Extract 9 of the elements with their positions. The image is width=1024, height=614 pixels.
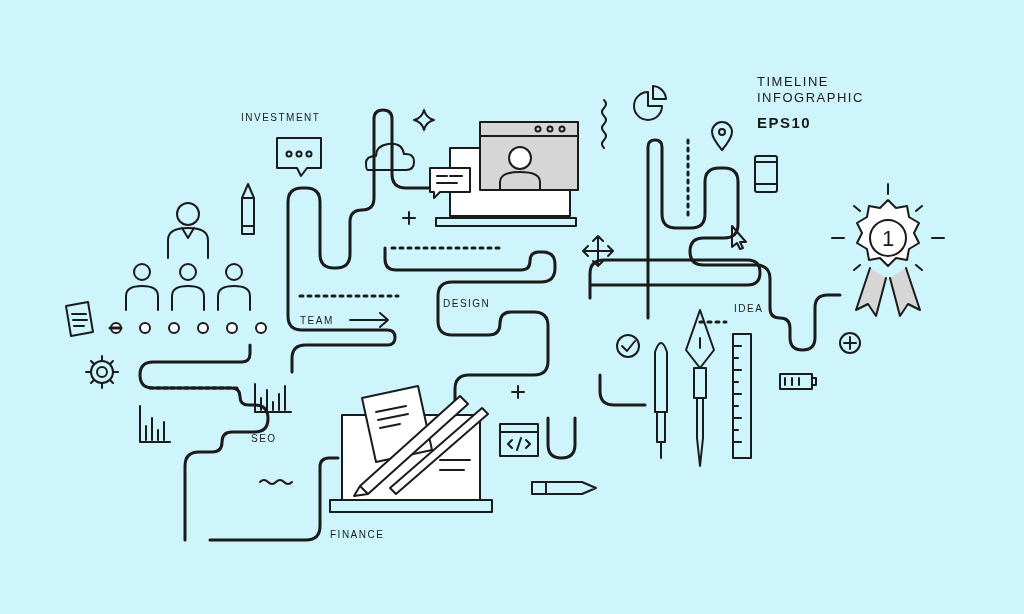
step-label: TEAM — [300, 315, 334, 327]
step-label: DESIGN — [443, 298, 491, 310]
step-label: IDEA — [734, 303, 764, 315]
step-label: INVESTMENT — [241, 112, 321, 124]
format-label: EPS10 — [757, 114, 812, 132]
step-label: FINANCE — [330, 529, 385, 541]
title: TIMELINE INFOGRAPHIC — [757, 74, 865, 106]
step-label: SEO — [251, 433, 277, 445]
medal-number: 1 — [882, 226, 895, 253]
